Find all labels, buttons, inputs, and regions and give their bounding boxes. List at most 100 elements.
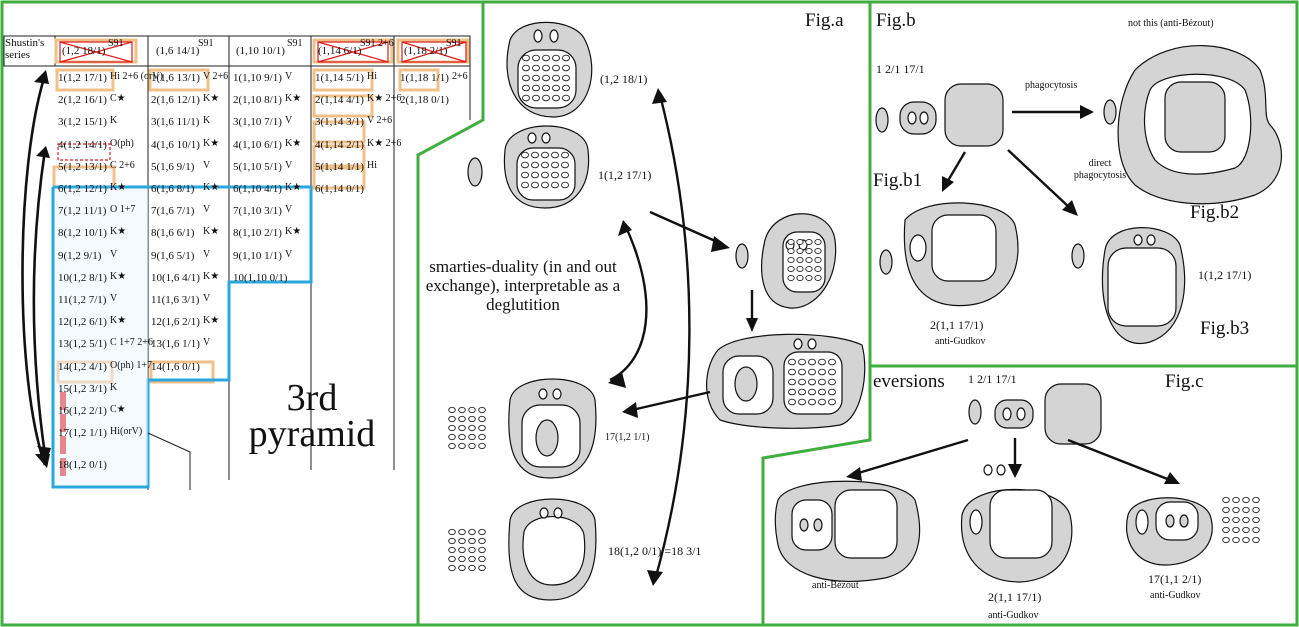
table-cell-mark: K★ xyxy=(285,226,301,237)
oval-dot xyxy=(1243,527,1250,532)
oval-dot xyxy=(523,75,530,81)
table-cell: 3(1,2 15/1) xyxy=(58,116,107,128)
oval-dot xyxy=(479,434,486,439)
table-cell-mark: O(ph) 1+7 xyxy=(110,360,152,371)
oval-dot xyxy=(469,538,476,543)
table-cell: 5(1,2 13/1) xyxy=(58,161,107,173)
table-cell: 7(1,10 3/1) xyxy=(233,205,282,217)
table-cell: 9(1,10 1/1) xyxy=(233,250,282,262)
oval-dot xyxy=(1253,537,1260,542)
table-cell-mark: C 1+7 2+6 xyxy=(110,337,153,348)
oval-dot xyxy=(533,75,540,81)
oval-dot xyxy=(815,239,821,244)
oval-dot xyxy=(542,172,549,178)
table-cell: 13(1,6 1/1) xyxy=(151,338,200,350)
left-arrows xyxy=(23,75,46,465)
table-cell-mark: K★ xyxy=(203,138,219,149)
table-cell: 7(1,6 7/1) xyxy=(151,205,194,217)
oval-dot xyxy=(479,529,486,534)
oval-dot xyxy=(449,565,456,570)
oval-dot xyxy=(809,369,816,375)
oval-dot xyxy=(543,55,550,61)
table-cell: 8(1,6 6/1) xyxy=(151,227,194,239)
table-cell-mark: Hi(orV) xyxy=(110,426,142,437)
oval-dot xyxy=(1253,517,1260,522)
table-cell: 5(1,14 1/1) xyxy=(315,161,364,173)
oval-dot xyxy=(809,379,816,385)
oval-dot xyxy=(469,556,476,561)
oval-dot xyxy=(449,416,456,421)
eversions-label: eversions xyxy=(873,371,945,393)
table-cell: 12(1,2 6/1) xyxy=(58,316,107,328)
table-cell: 9(1,2 9/1) xyxy=(58,250,101,262)
table-cell-mark: Hi xyxy=(367,160,377,171)
oval-dot xyxy=(469,443,476,448)
oval-dot xyxy=(523,55,530,61)
oval-dot xyxy=(797,266,803,271)
oval-dot xyxy=(522,162,529,168)
oval-dot xyxy=(809,389,816,395)
oval-dot xyxy=(469,565,476,570)
table-cell: 4(1,6 10/1) xyxy=(151,139,200,151)
pyramid-label: 3rd pyramid xyxy=(232,380,392,452)
left-arrowheads xyxy=(34,70,51,468)
oval-dot xyxy=(1243,497,1250,502)
oval-dot xyxy=(799,379,806,385)
oval-dot xyxy=(788,275,794,280)
table-cell: 10(1,10 0/1) xyxy=(233,272,287,284)
figb-drawings xyxy=(876,46,1281,344)
header-cell: (1,2 18/1) xyxy=(62,45,105,57)
table-cell-mark: K★ xyxy=(285,182,301,193)
table-cell: 16(1,2 2/1) xyxy=(58,405,107,417)
oval-dot xyxy=(449,434,456,439)
oval-dot xyxy=(543,85,550,91)
oval-dot xyxy=(449,443,456,448)
table-cell-mark: K★ xyxy=(110,226,126,237)
table-cell: 1(1,2 17/1) xyxy=(58,72,107,84)
pyramid-steps xyxy=(148,433,190,490)
table-cell: 9(1,6 5/1) xyxy=(151,250,194,262)
oval-dot xyxy=(479,565,486,570)
oval-dot xyxy=(797,239,803,244)
table-cell: 1(1,14 5/1) xyxy=(315,72,364,84)
oval-dot xyxy=(533,85,540,91)
table-cell-mark: V xyxy=(285,115,292,126)
oval-dot xyxy=(563,85,570,91)
table-cell: 4(1,2 14/1) xyxy=(58,139,107,151)
oval-dot xyxy=(469,425,476,430)
header-tag: S91 xyxy=(287,38,303,49)
oval-dot xyxy=(449,529,456,534)
oval-dot xyxy=(829,359,836,365)
oval-dot xyxy=(563,75,570,81)
table-cell-mark: V xyxy=(285,71,292,82)
header-tag: S91 xyxy=(446,38,462,49)
table-cell-mark: K★ xyxy=(285,138,301,149)
table-cell-mark: V xyxy=(110,293,117,304)
oval-dot xyxy=(819,399,826,405)
figc-right-anti-gudkov: anti-Gudkov xyxy=(1150,590,1201,601)
oval-dot xyxy=(479,443,486,448)
oval-dot xyxy=(543,75,550,81)
figc-title: Fig.c xyxy=(1165,371,1204,393)
oval-dot xyxy=(789,369,796,375)
oval-dot xyxy=(1223,507,1230,512)
table-cell: 11(1,2 7/1) xyxy=(58,294,106,306)
table-cell: 8(1,2 10/1) xyxy=(58,227,107,239)
table-cell-mark: O 1+7 xyxy=(110,204,135,215)
oval-dot xyxy=(1233,537,1240,542)
table-cell: 6(1,2 12/1) xyxy=(58,183,107,195)
figa-formula-top: (1,2 18/1) xyxy=(600,72,647,87)
oval-dot xyxy=(552,182,559,188)
oval-dot xyxy=(553,75,560,81)
table-cell-mark: V 2+6 xyxy=(203,71,228,82)
oval-dot xyxy=(829,369,836,375)
oval-dot xyxy=(1223,517,1230,522)
figb2-title: Fig.b2 xyxy=(1190,202,1239,224)
oval-dot xyxy=(459,556,466,561)
table-cell: 2(1,14 4/1) xyxy=(315,94,364,106)
table-cell: 6(1,10 4/1) xyxy=(233,183,282,195)
figb1-formula: 2(1,1 17/1) xyxy=(930,318,983,333)
table-cell-mark: K★ xyxy=(285,93,301,104)
oval-dot xyxy=(469,529,476,534)
table-cell-mark: K xyxy=(110,115,117,126)
